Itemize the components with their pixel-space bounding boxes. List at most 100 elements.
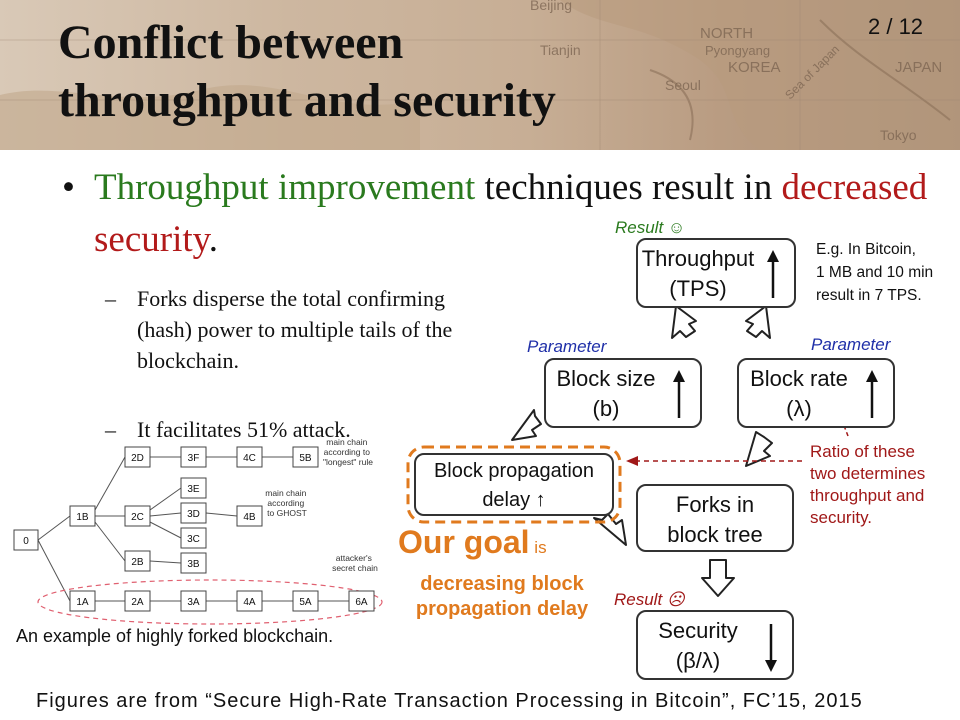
up-arrow-icon	[673, 370, 685, 418]
svg-text:1B: 1B	[76, 512, 89, 523]
block-node: 3D	[180, 502, 207, 524]
svg-text:3F: 3F	[188, 453, 200, 464]
svg-text:3E: 3E	[187, 484, 200, 495]
propagation-delay-unit: delay ↑	[482, 489, 546, 511]
block-node: 1B	[69, 505, 96, 527]
bullet-text: Throughput improvement techniques result…	[94, 162, 944, 266]
example-line: 1 MB and 10 min	[816, 264, 934, 281]
title-line-2: throughput and security	[58, 74, 556, 127]
throughput-title: Throughput	[641, 246, 755, 271]
block-rate-symbol: (λ)	[786, 396, 812, 421]
map-label: NORTH	[700, 25, 753, 42]
attacker-chain-outline	[37, 579, 383, 625]
security-title: Security	[658, 618, 738, 643]
ratio-note: Ratio of these two determines throughput…	[810, 441, 925, 529]
map-label: Seoul	[665, 77, 701, 93]
arrow-rate-to-forks	[745, 431, 773, 467]
block-node: 2B	[124, 550, 151, 572]
svg-text:4A: 4A	[243, 597, 256, 608]
svg-text:3C: 3C	[187, 534, 200, 545]
block-node: 3E	[180, 477, 207, 499]
block-rate-box: Block rate (λ)	[737, 358, 895, 428]
block-node: 3C	[180, 527, 207, 549]
header-banner: Beijing Tianjin NORTH Pyongyang KOREA Se…	[0, 0, 960, 150]
forks-subtitle: block tree	[667, 522, 763, 547]
page-number: 2 / 12	[868, 14, 924, 39]
block-node: 5B	[292, 446, 319, 468]
block-node: 2C	[124, 505, 151, 527]
propagation-delay-title: Block propagation	[433, 460, 595, 482]
block-node: 2D	[124, 446, 151, 468]
ratio-note-line: throughput and	[810, 486, 925, 505]
bullet-plain: techniques result in	[475, 167, 782, 208]
forks-title: Forks in	[675, 492, 755, 517]
goal-heading: Our goal is	[398, 524, 547, 561]
block-node: 4C	[236, 446, 263, 468]
example-line: E.g. In Bitcoin,	[816, 241, 916, 258]
goal-highlight-outline	[406, 445, 622, 524]
bullet-period: .	[208, 219, 218, 260]
block-size-symbol: (b)	[592, 396, 620, 421]
result-bad-label: Result ☹	[614, 590, 685, 609]
tree-note-longest: main chain according to "longest" rule	[323, 437, 373, 467]
blockchain-tree-figure: 0 1B 2D 3F 4C 5B 3E 2C 3D 4B 3C 2B 3B 1A…	[13, 437, 383, 625]
map-label: Pyongyang	[705, 43, 770, 58]
block-node: 4B	[236, 505, 263, 527]
throughput-unit: (TPS)	[669, 276, 727, 301]
map-label: KOREA	[728, 59, 781, 76]
arrow-size-to-delay	[511, 409, 542, 441]
arrow-size-to-throughput	[671, 305, 697, 339]
block-rate-title: Block rate	[750, 366, 848, 391]
goal-description: decreasing block propagation delay	[396, 572, 608, 622]
sub-bullet-dash: –	[105, 417, 116, 442]
map-label: Tianjin	[540, 42, 581, 58]
title-line-1: Conflict between	[58, 16, 404, 69]
slide-title: Conflict between throughput and security	[58, 14, 556, 130]
tree-caption: An example of highly forked blockchain.	[16, 626, 334, 646]
svg-text:6A: 6A	[355, 597, 368, 608]
up-arrow-icon	[767, 250, 779, 298]
security-box: Security (β/λ)	[636, 610, 794, 680]
parameter-label-left: Parameter	[527, 337, 607, 356]
sub-bullet-text: Forks disperse the total confirming (has…	[137, 286, 453, 373]
svg-text:3D: 3D	[187, 509, 200, 520]
bitcoin-example: E.g. In Bitcoin, 1 MB and 10 min result …	[816, 238, 933, 307]
map-background: Beijing Tianjin NORTH Pyongyang KOREA Se…	[0, 0, 960, 150]
sub-bullet-dash: –	[105, 286, 116, 311]
goal-big-text: Our goal	[398, 524, 530, 560]
arrow-forks-to-security	[701, 559, 735, 597]
map-label: Tokyo	[880, 127, 917, 143]
svg-text:2A: 2A	[131, 597, 144, 608]
svg-text:3A: 3A	[187, 597, 200, 608]
dashed-arrow-to-delay	[626, 456, 802, 466]
map-label: Beijing	[530, 0, 572, 13]
block-node: 0	[13, 529, 39, 551]
svg-text:1A: 1A	[76, 597, 89, 608]
parameter-label-right: Parameter	[811, 335, 891, 354]
goal-is-text: is	[529, 538, 547, 557]
arrow-rate-to-throughput	[745, 305, 771, 339]
map-label: JAPAN	[895, 59, 942, 76]
security-formula: (β/λ)	[675, 648, 721, 673]
footer-citation: Figures are from “Secure High-Rate Trans…	[36, 690, 863, 712]
block-node: 3A	[180, 590, 207, 612]
down-arrow-icon	[765, 624, 777, 672]
example-line: result in 7 TPS.	[816, 287, 922, 304]
ratio-note-line: two determines	[810, 464, 926, 483]
block-node: 3B	[180, 552, 207, 574]
tree-edges	[37, 456, 349, 602]
block-size-title: Block size	[556, 366, 656, 391]
goal-line: propagation delay	[415, 598, 589, 620]
ratio-note-line: Ratio of these	[810, 442, 915, 461]
block-node: 6A	[348, 590, 375, 612]
block-node: 4A	[236, 590, 263, 612]
svg-text:3B: 3B	[187, 559, 200, 570]
svg-text:2D: 2D	[131, 453, 144, 464]
throughput-box: Throughput (TPS)	[636, 238, 796, 308]
goal-line: decreasing block	[420, 573, 584, 595]
bullet-dot: •	[62, 167, 75, 208]
svg-text:2C: 2C	[131, 512, 144, 523]
svg-text:0: 0	[23, 536, 29, 547]
svg-text:5A: 5A	[299, 597, 312, 608]
